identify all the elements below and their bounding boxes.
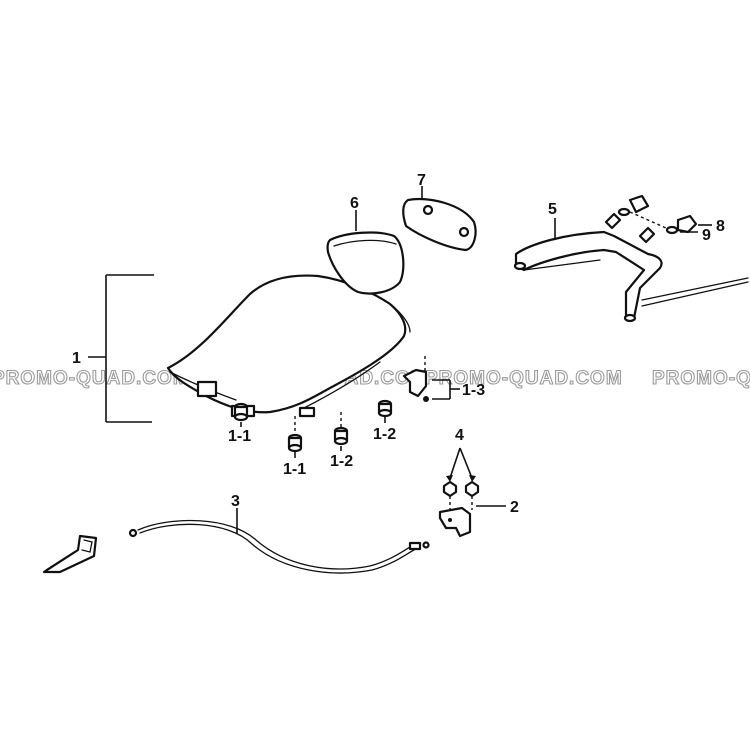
latch-bracket-part[interactable] bbox=[438, 506, 472, 538]
callout-bracket-1-3 bbox=[432, 379, 460, 400]
callout-8: 8 bbox=[716, 218, 725, 235]
callout-4: 4 bbox=[455, 427, 464, 444]
rubber-1-1-a-part[interactable] bbox=[233, 402, 249, 422]
bolts-part[interactable] bbox=[442, 480, 480, 510]
callout-1-1-b: 1-1 bbox=[283, 461, 306, 478]
callout-1-3: 1-3 bbox=[462, 382, 485, 399]
callout-bracket-1 bbox=[88, 274, 154, 423]
nut-part[interactable] bbox=[628, 194, 698, 234]
cushion-1-2-b-part[interactable] bbox=[377, 399, 393, 418]
callout-5: 5 bbox=[548, 201, 557, 218]
dash-8-9 bbox=[629, 211, 667, 229]
release-cable-part[interactable] bbox=[128, 519, 430, 574]
backrest-pad-part[interactable] bbox=[326, 231, 405, 295]
grab-rail-part[interactable] bbox=[513, 212, 749, 323]
callout-6: 6 bbox=[350, 195, 359, 212]
rubber-1-1-b-part[interactable] bbox=[287, 433, 303, 453]
front-direction-arrow-icon bbox=[42, 534, 98, 574]
latch-clip-1-3-part[interactable] bbox=[402, 368, 429, 402]
callout-1-2-a: 1-2 bbox=[330, 453, 353, 470]
backrest-plate-part[interactable] bbox=[402, 197, 477, 252]
seat-tab-left bbox=[196, 380, 218, 398]
callout-1-2-b: 1-2 bbox=[373, 426, 396, 443]
watermark-edge: PROMO-Q bbox=[652, 368, 750, 389]
callout-9: 9 bbox=[702, 227, 711, 244]
callout-1-1-a: 1-1 bbox=[228, 428, 251, 445]
callout-1: 1 bbox=[72, 350, 81, 367]
callout-2: 2 bbox=[510, 499, 519, 516]
watermark-right: PROMO-QUAD.COM bbox=[425, 368, 623, 389]
callout-7: 7 bbox=[417, 172, 426, 189]
callout-leader-4 bbox=[446, 447, 476, 482]
callout-3: 3 bbox=[231, 493, 240, 510]
watermark: PROMO-QUAD.COM PROMO-QUAD.COM PROMO-QUAD… bbox=[0, 367, 750, 389]
washer-part[interactable] bbox=[617, 207, 679, 235]
seat-part[interactable] bbox=[166, 274, 411, 418]
watermark-left: PROMO-QUAD.COM bbox=[0, 368, 190, 389]
cushion-1-2-a-part[interactable] bbox=[333, 426, 349, 446]
seat-tab-right bbox=[298, 406, 316, 418]
